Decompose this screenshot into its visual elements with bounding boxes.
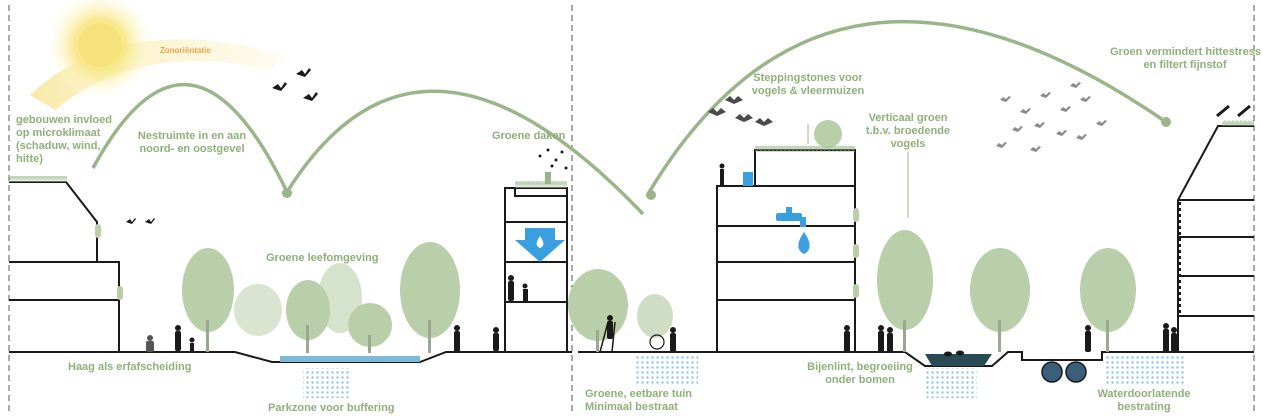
ladder-2 bbox=[611, 321, 616, 353]
park-zone-label: Parkzone voor buffering bbox=[268, 402, 395, 414]
bee-strip-line-1: Bijenlint, begroeiing bbox=[807, 361, 913, 373]
vertical-green-line-1: Verticaal groen bbox=[868, 112, 948, 124]
green-roof-middle bbox=[515, 181, 567, 188]
facade-greenery bbox=[95, 208, 859, 300]
bee-strip-water bbox=[925, 354, 992, 366]
stepping-stones-label: Steppingstones voor vogels & vleermuizen bbox=[738, 72, 878, 98]
water-drop-icon bbox=[798, 232, 810, 254]
buildings-influence-line-3: (schaduw, wind, bbox=[16, 140, 101, 152]
buildings-influence-line-2: op microklimaat bbox=[16, 127, 101, 139]
infiltration-zones bbox=[303, 354, 1184, 398]
water-tap-icon bbox=[776, 207, 806, 227]
birds-green-roof bbox=[538, 148, 568, 170]
sun-icon bbox=[30, 0, 285, 110]
swarm-birds bbox=[996, 82, 1107, 152]
building-middle bbox=[504, 187, 568, 352]
vertical-green-line-2: t.b.v. broedende bbox=[865, 125, 951, 137]
nesting-space-line-1: Nestruimte in en aan bbox=[137, 130, 247, 142]
infiltration-arrow-icon bbox=[515, 228, 565, 262]
green-reduces-label: Groen vermindert hittestress en filtert … bbox=[1110, 46, 1261, 72]
bee-strip-line-2: onder bomen bbox=[825, 374, 895, 386]
building-right bbox=[1177, 104, 1254, 352]
green-living-label: Groene leefomgeving bbox=[266, 252, 379, 264]
arc-nodes bbox=[282, 117, 1171, 200]
hedge-label: Haag als erfafscheiding bbox=[68, 361, 192, 373]
green-reduces-line-2: en filtert fijnstof bbox=[1143, 59, 1227, 71]
buildings-influence-line-1: gebouwen invloed bbox=[16, 114, 112, 126]
people-silhouettes bbox=[146, 163, 1177, 352]
bee-strip-label: Bijenlint, begroeiing onder bomen bbox=[800, 361, 920, 387]
buildings-influence-label: gebouwen invloed op microklimaat (schadu… bbox=[16, 114, 112, 166]
bird-icon bbox=[126, 68, 318, 224]
nesting-space-label: Nestruimte in en aan noord- en oostgevel bbox=[112, 130, 272, 156]
vertical-green-line-3: vogels bbox=[890, 138, 926, 150]
ecological-connection-arcs bbox=[91, 19, 1167, 216]
vertical-green-label: Verticaal groen t.b.v. broedende vogels bbox=[858, 112, 958, 151]
nesting-space-line-2: noord- en oostgevel bbox=[139, 143, 245, 155]
drain-pipe-icon bbox=[1041, 361, 1087, 383]
permeable-paving-line-1: Waterdoorlatende bbox=[1097, 388, 1191, 400]
bat-icon bbox=[708, 96, 773, 126]
edible-garden-label: Groene, eetbare tuin Minimaal bestraat bbox=[585, 388, 692, 414]
green-roofs-label: Groene daken bbox=[492, 130, 566, 142]
building-left bbox=[9, 181, 120, 352]
left-building-green-roof bbox=[9, 176, 67, 182]
ducks bbox=[944, 350, 964, 357]
right-building-green-roof bbox=[1222, 120, 1254, 126]
section-divider-lines bbox=[8, 5, 1255, 414]
green-roof-plant bbox=[545, 172, 551, 184]
green-reduces-line-1: Groen vermindert hittestress bbox=[1110, 46, 1261, 58]
building-center bbox=[716, 149, 856, 352]
edible-garden-line-1: Groene, eetbare tuin bbox=[585, 388, 692, 400]
permeable-paving-line-2: bestrating bbox=[1117, 401, 1171, 413]
ladder bbox=[599, 321, 609, 353]
stepping-stones-line-2: vogels & vleermuizen bbox=[751, 85, 865, 97]
stepping-stone-roof bbox=[755, 146, 855, 152]
rain-barrel-icon bbox=[743, 172, 753, 186]
sun-orientation-label: Zonoriëntatie bbox=[160, 46, 211, 55]
annotation-leader-lines bbox=[807, 124, 909, 218]
park-water bbox=[280, 356, 420, 362]
buildings-influence-line-4: hitte) bbox=[16, 153, 43, 165]
stepping-stones-line-1: Steppingstones voor bbox=[753, 72, 863, 84]
permeable-paving-label: Waterdoorlatende bestrating bbox=[1094, 388, 1194, 414]
bicycle-wheel bbox=[649, 334, 665, 350]
ground-line bbox=[9, 351, 1254, 367]
trees bbox=[182, 120, 1136, 353]
edible-garden-line-2: Minimaal bestraat bbox=[585, 401, 678, 413]
